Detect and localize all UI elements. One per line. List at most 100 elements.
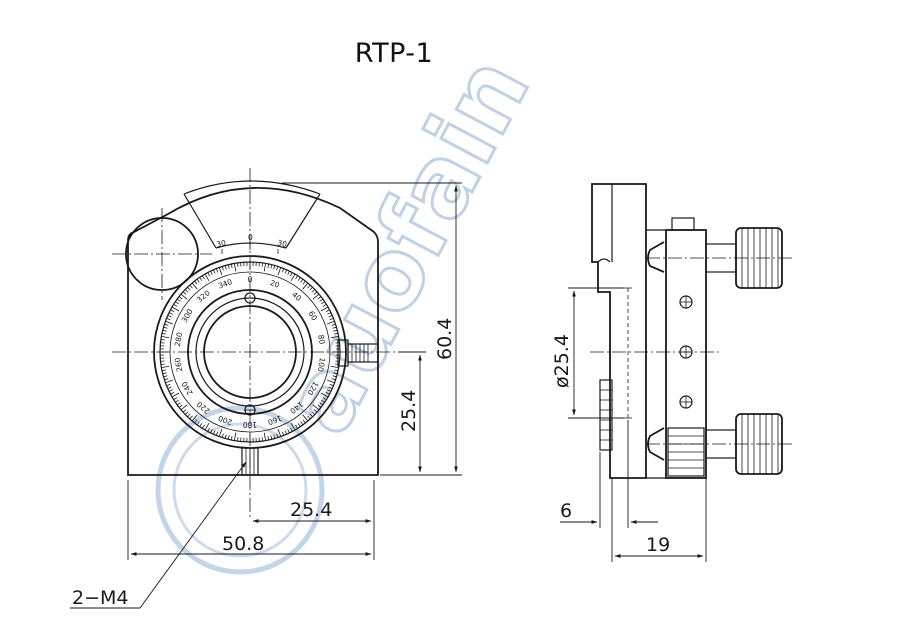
scale-label: 20	[269, 278, 281, 290]
scale-tick	[187, 286, 191, 291]
scale-tick	[165, 379, 174, 384]
scale-tick	[284, 430, 287, 435]
scale-tick	[307, 415, 311, 420]
dim-aperture: ø25.4	[551, 334, 573, 388]
svg-text:auofain: auofain	[261, 39, 551, 451]
scale-label: 80	[316, 334, 327, 345]
scale-tick	[332, 326, 337, 329]
scale-tick	[281, 431, 285, 436]
scale-tick	[176, 402, 181, 406]
dim-width: 50.8	[222, 533, 264, 555]
watermark: auofain	[155, 37, 553, 575]
callout-thread: 2−M4	[72, 587, 129, 609]
scale-tick	[210, 270, 213, 275]
scale-tick	[307, 284, 311, 289]
scale-tick	[297, 423, 301, 427]
scale-tick	[334, 369, 339, 372]
scale-tick	[164, 323, 169, 326]
scale-tick	[237, 437, 239, 442]
scale-tick	[312, 293, 320, 300]
scale-tick	[196, 278, 200, 283]
scale-tick	[189, 415, 193, 420]
scale-tick	[334, 332, 339, 335]
dim-depth: 19	[646, 534, 670, 556]
scale-tick	[327, 312, 332, 315]
scale-tick	[295, 424, 299, 429]
scale-tick	[161, 365, 170, 369]
scale-tick	[328, 315, 333, 318]
scale-tick	[165, 320, 174, 325]
scale-tick	[201, 275, 205, 280]
scale-tick	[309, 413, 313, 418]
scale-tick	[273, 434, 276, 439]
scale-tick	[191, 414, 198, 422]
scale-label: 320	[195, 288, 212, 304]
scale-tick	[276, 266, 279, 271]
scale-tick	[175, 399, 179, 403]
scale-tick	[277, 267, 282, 276]
scale-tick	[276, 433, 279, 438]
scale-tick	[287, 270, 290, 275]
scale-tick	[319, 298, 324, 302]
scale-tick	[328, 386, 333, 389]
scale-label: 200	[217, 413, 234, 426]
scale-tick	[210, 429, 213, 434]
scale-tick	[187, 413, 191, 418]
scale-tick	[199, 423, 203, 427]
scale-tick	[263, 263, 267, 272]
scale-tick	[204, 422, 210, 431]
scale-tick	[173, 397, 178, 401]
scale-tick	[182, 409, 187, 413]
scale-tick	[263, 432, 267, 441]
scale-label: 220	[195, 399, 212, 415]
dim-half-width: 25.4	[290, 499, 332, 521]
scale-tick	[331, 323, 336, 326]
scale-tick	[213, 430, 216, 435]
scale-tick	[321, 301, 325, 305]
scale-tick	[302, 280, 306, 285]
scale-tick	[322, 303, 327, 307]
scale-tick	[227, 435, 230, 440]
scale-tick	[160, 339, 165, 341]
scale-tick	[330, 365, 339, 369]
scale-ticks	[160, 262, 340, 442]
scale-tick	[164, 378, 169, 381]
dim-center-height: 25.4	[398, 390, 420, 432]
scale-tick	[311, 289, 316, 293]
dim-plate-thickness: 6	[560, 500, 572, 522]
scale-tick	[224, 434, 227, 439]
scale-tick	[332, 375, 337, 378]
scale-tick	[317, 296, 322, 300]
scale-tick	[325, 309, 330, 312]
scale-tick	[309, 286, 313, 291]
scale-tick	[329, 383, 334, 387]
scale-tick	[329, 317, 334, 321]
scale-tick	[221, 433, 224, 438]
scale-tick	[302, 419, 306, 424]
scale-tick	[261, 437, 263, 442]
scale-tick	[180, 404, 188, 411]
dim-height: 60.4	[434, 318, 456, 360]
scale-label: 40	[290, 290, 303, 303]
scale-tick	[300, 421, 304, 426]
scale-tick	[224, 265, 227, 270]
scale-tick	[162, 372, 167, 375]
scale-tick	[295, 275, 299, 280]
scale-tick	[287, 429, 290, 434]
scale-tick	[230, 263, 233, 268]
scale-tick	[163, 326, 168, 329]
scale-tick	[167, 386, 172, 389]
scale-tick	[267, 436, 270, 441]
scale-tick	[176, 298, 181, 302]
scale-label: 60	[307, 309, 320, 322]
scale-tick	[161, 332, 166, 335]
scale-tick	[215, 268, 219, 273]
scale-tick	[233, 263, 237, 272]
scale-tick	[161, 369, 166, 372]
scale-tick	[170, 392, 175, 395]
scale-tick	[184, 289, 189, 293]
scale-tick	[261, 262, 263, 267]
scale-tick	[230, 436, 233, 441]
